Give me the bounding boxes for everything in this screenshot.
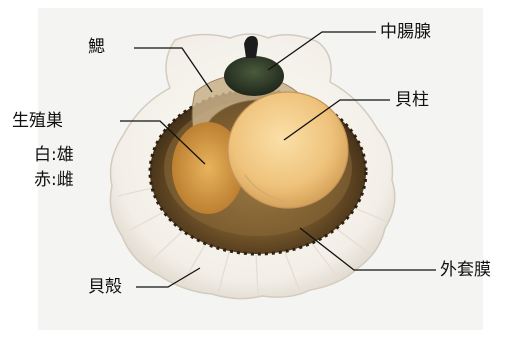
label-gill: 鰓 <box>88 37 105 57</box>
adductor-muscle <box>228 92 348 208</box>
label-gonad: 生殖巣 <box>12 111 63 131</box>
label-shell: 貝殻 <box>88 277 122 297</box>
hinge-tip <box>244 36 258 58</box>
label-gonad-white: 白:雄 <box>34 145 74 165</box>
label-adductor: 貝柱 <box>395 90 429 110</box>
label-mantle: 外套膜 <box>440 260 491 280</box>
digestive-gland <box>224 56 284 96</box>
label-digestive-gland: 中腸腺 <box>380 22 431 42</box>
label-gonad-red: 赤:雌 <box>34 170 74 190</box>
